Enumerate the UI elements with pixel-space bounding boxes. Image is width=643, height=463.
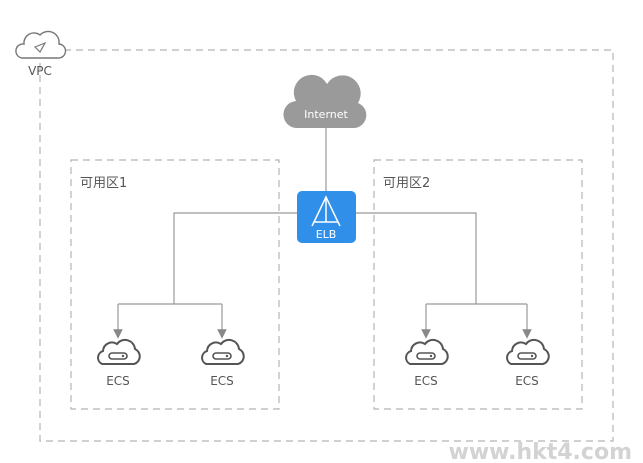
ecs-1-label: ECS [106,374,130,388]
internet-cloud-icon [283,74,367,129]
zone-1-label: 可用区1 [80,176,127,191]
watermark: www.hkt4.com [449,440,632,463]
elb-label: ELB [316,228,337,241]
vpc-cloud-icon [15,30,67,59]
internet-label: Internet [304,108,348,121]
elb-to-zone-2-link [356,212,477,304]
ecs-3-label: ECS [414,374,438,388]
availability-zone-2 [373,159,583,410]
vpc-boundary [39,49,614,442]
load-balancer-icon [311,195,341,227]
vpc-label: VPC [28,64,52,78]
ecs-4-label: ECS [515,374,539,388]
elb-to-zone-1-link [173,212,297,304]
ecs-2-label: ECS [210,374,234,388]
availability-zone-1 [70,159,280,410]
zone-2-label: 可用区2 [383,176,430,191]
